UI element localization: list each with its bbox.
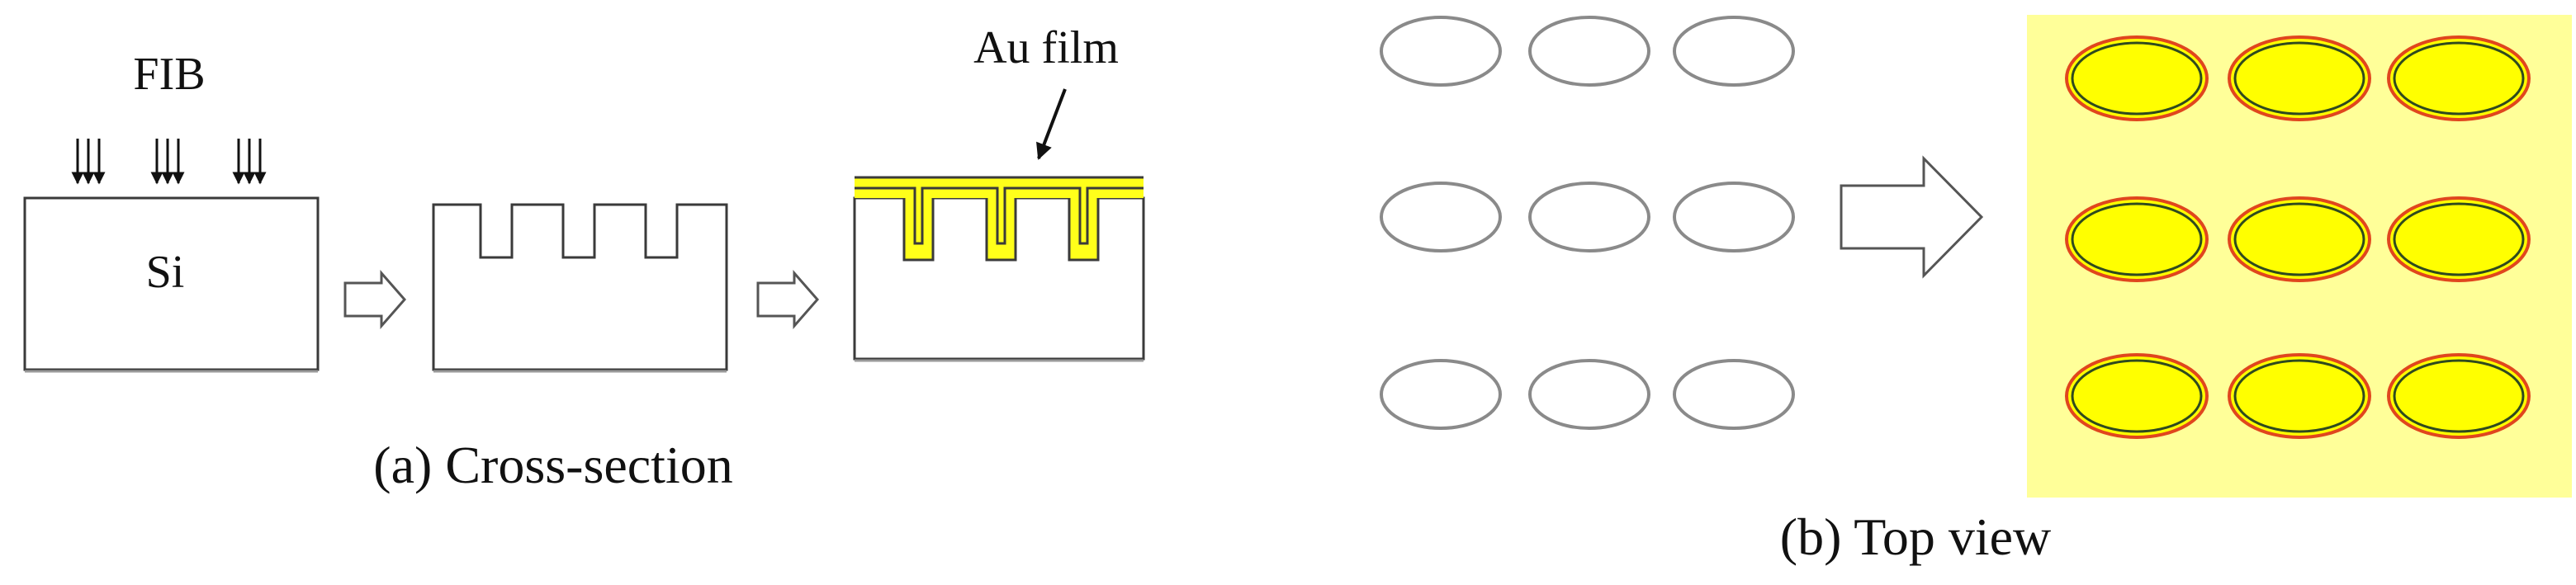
fib-beam-arrows xyxy=(71,139,267,185)
filled-hole xyxy=(2228,353,2371,439)
down-arrow-icon xyxy=(71,139,106,185)
filled-hole-outer-rim xyxy=(2387,353,2531,439)
filled-hole-inner-rim xyxy=(2233,41,2365,116)
filled-hole-inner-rim xyxy=(2393,359,2525,433)
hole-ellipse xyxy=(1673,16,1795,87)
filled-hole xyxy=(2387,35,2531,121)
filled-hole-outer-rim xyxy=(2065,196,2209,282)
step-3-au-coated: Au film xyxy=(853,22,1145,362)
filled-hole-inner-rim xyxy=(2233,359,2365,433)
hollow-right-arrow-icon xyxy=(343,270,406,329)
panel-a-caption: (a) Cross-section xyxy=(373,436,732,494)
au-film-inner-profile xyxy=(855,186,1144,245)
step-2-patterned-substrate xyxy=(432,203,728,373)
hole-ellipse xyxy=(1380,16,1502,87)
filled-hole-outer-rim xyxy=(2228,353,2371,439)
filled-hole-outer-rim xyxy=(2065,35,2209,121)
filled-hole xyxy=(2228,196,2371,282)
hole-ellipse xyxy=(1528,359,1650,430)
au-film-label: Au film xyxy=(973,22,1119,73)
si-label: Si xyxy=(146,247,185,298)
hole-ellipse xyxy=(1528,16,1650,87)
down-arrow-icon xyxy=(232,139,267,185)
filled-hole xyxy=(2387,353,2531,439)
filled-hole-outer-rim xyxy=(2065,353,2209,439)
filled-hole-inner-rim xyxy=(2393,202,2525,276)
au-coated-array xyxy=(2027,15,2572,498)
filled-hole-inner-rim xyxy=(2071,359,2203,433)
hollow-right-arrow-icon xyxy=(756,270,819,329)
filled-hole xyxy=(2387,196,2531,282)
filled-hole-outer-rim xyxy=(2228,196,2371,282)
hole-array-before xyxy=(1380,16,1795,430)
patterned-si-profile xyxy=(432,203,728,371)
filled-hole-inner-rim xyxy=(2071,202,2203,276)
panel-a-cross-section: FIB Si xyxy=(23,22,1145,494)
hole-array-after xyxy=(2065,35,2531,439)
filled-hole-outer-rim xyxy=(2387,35,2531,121)
fib-label: FIB xyxy=(133,49,205,100)
filled-hole xyxy=(2065,196,2209,282)
hole-ellipse xyxy=(1380,182,1502,252)
hole-ellipse xyxy=(1528,182,1650,252)
si-substrate xyxy=(23,196,320,371)
filled-hole-outer-rim xyxy=(2228,35,2371,121)
au-film-trenches xyxy=(902,198,1100,262)
filled-hole-inner-rim xyxy=(2071,41,2203,116)
hole-ellipse xyxy=(1673,359,1795,430)
filled-hole xyxy=(2228,35,2371,121)
filled-hole xyxy=(2065,35,2209,121)
au-film-pointer-arrow xyxy=(1036,88,1067,160)
panel-b-top-view: (b) Top view xyxy=(1380,15,2572,566)
filled-hole xyxy=(2065,353,2209,439)
hole-ellipse xyxy=(1380,359,1502,430)
filled-hole-inner-rim xyxy=(2233,202,2365,276)
step-1-substrate: FIB Si xyxy=(23,49,320,373)
down-arrow-icon xyxy=(150,139,185,185)
hollow-right-arrow-icon xyxy=(1840,155,1984,279)
filled-hole-outer-rim xyxy=(2387,196,2531,282)
filled-hole-inner-rim xyxy=(2393,41,2525,116)
panel-b-caption: (b) Top view xyxy=(1780,507,2052,566)
hole-ellipse xyxy=(1673,182,1795,252)
